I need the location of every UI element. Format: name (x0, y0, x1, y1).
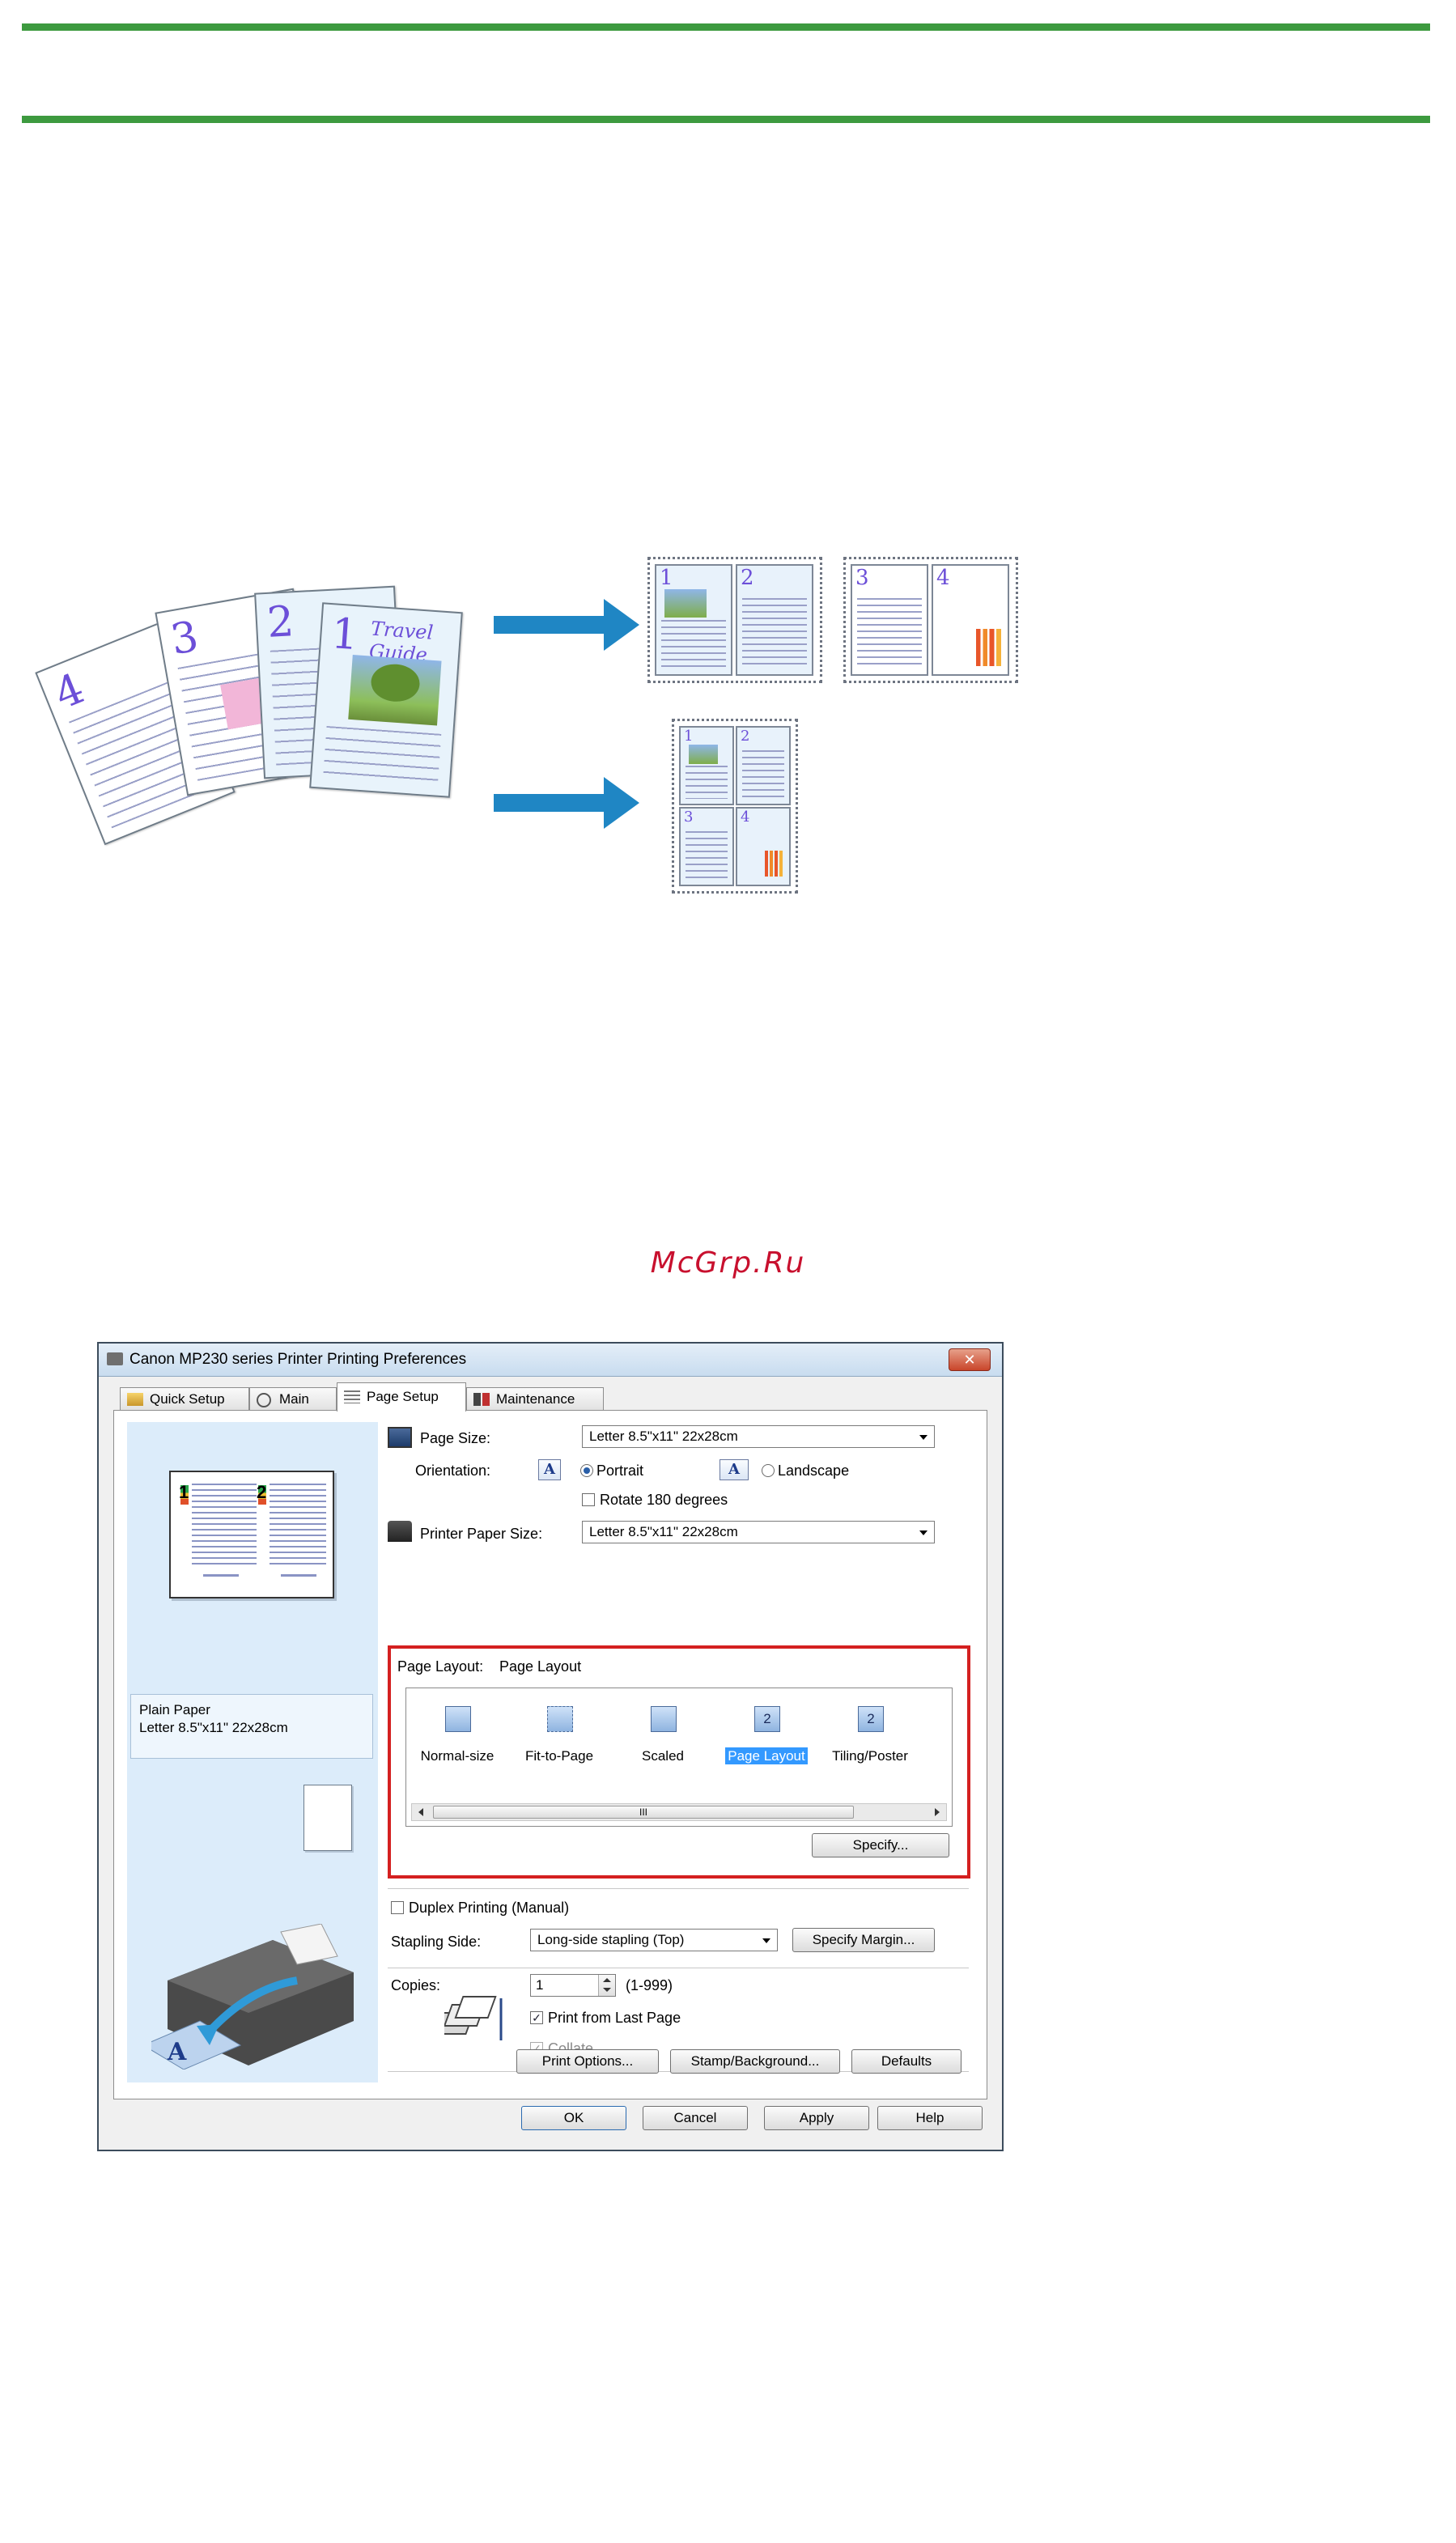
orientation-label: Orientation: (415, 1463, 491, 1479)
rotate-180-label: Rotate 180 degrees (600, 1492, 728, 1508)
print-options-button[interactable]: Print Options... (516, 2049, 659, 2074)
page-number: 2 (265, 597, 295, 647)
layout-normal-size[interactable]: Normal-size (410, 1698, 505, 1803)
stamp-background-button[interactable]: Stamp/Background... (670, 2049, 840, 2074)
spin-arrows-icon[interactable] (598, 1975, 615, 1996)
page-number: 1 (329, 609, 360, 660)
tab-quick-setup[interactable]: Quick Setup (120, 1387, 249, 1410)
printer-icon (107, 1352, 123, 1365)
tab-maintenance[interactable]: Maintenance (466, 1387, 604, 1410)
ok-button[interactable]: OK (521, 2106, 626, 2130)
preview-pane: 1 2 Plain Paper Letter 8.5"x11" 22x28cm … (127, 1422, 378, 2082)
printer-paper-size-icon (388, 1521, 412, 1542)
cancel-button[interactable]: Cancel (643, 2106, 748, 2130)
portrait-label: Portrait (596, 1463, 644, 1479)
layout-preview: 1 2 (169, 1471, 334, 1598)
page-number: 4 (48, 664, 91, 720)
top-rule (22, 23, 1430, 31)
quick-setup-icon (127, 1393, 143, 1406)
media-info: Plain Paper Letter 8.5"x11" 22x28cm (130, 1694, 373, 1759)
dialog-title: Canon MP230 series Printer Printing Pref… (129, 1351, 467, 1368)
media-size: Letter 8.5"x11" 22x28cm (139, 1720, 288, 1735)
rotate-180-checkbox[interactable] (582, 1493, 595, 1506)
header-rule (22, 116, 1430, 123)
output-sheet-2up-b: 3 4 (843, 557, 1018, 683)
title-bar[interactable]: Canon MP230 series Printer Printing Pref… (99, 1344, 1002, 1377)
landscape-radio[interactable] (762, 1464, 775, 1477)
portrait-radio[interactable] (580, 1464, 593, 1477)
page-layout-highlight: Page Layout: Page Layout Normal-size Fit… (388, 1645, 970, 1879)
print-from-last-page-label: Print from Last Page (548, 2010, 681, 2026)
print-from-last-page-checkbox[interactable]: ✓ (530, 2011, 543, 2024)
specify-button[interactable]: Specify... (812, 1833, 949, 1857)
printing-preferences-dialog: Canon MP230 series Printer Printing Pref… (97, 1342, 1004, 2151)
settings-pane: Page Size: Letter 8.5"x11" 22x28cm Orien… (388, 1411, 987, 2100)
printer-paper-size-label: Printer Paper Size: (420, 1526, 543, 1542)
page-setup-icon (344, 1390, 360, 1403)
scaled-icon (651, 1706, 677, 1732)
landscape-icon: A (720, 1459, 749, 1480)
copies-range: (1-999) (626, 1977, 673, 1993)
scroll-thumb[interactable]: III (433, 1806, 854, 1819)
layout-page-layout[interactable]: 2 Page Layout (719, 1698, 814, 1803)
scroll-left-icon[interactable] (418, 1808, 423, 1816)
page-layout-icon: 2 (754, 1706, 780, 1732)
source-page-1: 1 Travel Guide (309, 602, 463, 798)
page-layout-current: Page Layout (499, 1658, 582, 1675)
page-size-label: Page Size: (420, 1430, 491, 1446)
defaults-button[interactable]: Defaults (851, 2049, 961, 2074)
page-number: 3 (167, 612, 202, 665)
apply-button[interactable]: Apply (764, 2106, 869, 2130)
normal-size-icon (445, 1706, 471, 1732)
stapling-side-select[interactable]: Long-side stapling (Top) (530, 1929, 778, 1951)
duplex-label: Duplex Printing (Manual) (409, 1900, 570, 1916)
page-size-select[interactable]: Letter 8.5"x11" 22x28cm (582, 1425, 935, 1448)
tab-main[interactable]: Main (249, 1387, 337, 1410)
layout-scrollbar[interactable]: III (411, 1803, 947, 1821)
copies-icon (444, 1996, 503, 2040)
stapling-side-label: Stapling Side: (391, 1934, 482, 1950)
layout-scaled[interactable]: Scaled (615, 1698, 711, 1803)
main-icon (257, 1393, 271, 1407)
portrait-icon: A (538, 1459, 561, 1480)
watermark: McGrp.Ru (650, 1246, 806, 1280)
layout-tiling-poster[interactable]: 2 Tiling/Poster (822, 1698, 918, 1803)
landscape-label: Landscape (778, 1463, 850, 1479)
layout-fit-to-page[interactable]: Fit-to-Page (512, 1698, 607, 1803)
output-sheet-2up-a: 1 2 (647, 557, 822, 683)
svg-text:A: A (167, 2038, 187, 2066)
copies-spinner[interactable]: 1 (530, 1974, 616, 1997)
duplex-checkbox[interactable] (391, 1901, 404, 1914)
tiling-poster-icon: 2 (858, 1706, 884, 1732)
page-setup-panel: 1 2 Plain Paper Letter 8.5"x11" 22x28cm … (113, 1410, 987, 2099)
page-layout-label: Page Layout: (397, 1658, 484, 1675)
scroll-right-icon[interactable] (935, 1808, 940, 1816)
preview-number-2: 2 (257, 1482, 267, 1502)
help-button[interactable]: Help (877, 2106, 983, 2130)
copies-label: Copies: (391, 1977, 441, 1993)
tab-page-setup[interactable]: Page Setup (337, 1382, 466, 1412)
output-sheet-4up: 1 2 3 4 (672, 719, 798, 894)
specify-margin-button[interactable]: Specify Margin... (792, 1928, 935, 1952)
close-button[interactable]: ✕ (949, 1348, 991, 1371)
page-layout-illustration: 4 3 2 1 Travel Guide 1 2 3 4 1 2 3 4 (35, 550, 1052, 898)
fit-to-page-icon (547, 1706, 573, 1732)
page-layout-list: Normal-size Fit-to-Page Scaled 2 Page La… (405, 1688, 953, 1827)
maintenance-icon (473, 1393, 490, 1406)
printer-illustration: A (151, 1924, 354, 2070)
paper-orientation-preview (304, 1785, 352, 1851)
preview-number-1: 1 (179, 1482, 189, 1502)
media-type: Plain Paper (139, 1702, 210, 1717)
page-size-icon (388, 1427, 412, 1448)
tree-photo (348, 654, 442, 726)
printer-paper-size-select[interactable]: Letter 8.5"x11" 22x28cm (582, 1521, 935, 1543)
